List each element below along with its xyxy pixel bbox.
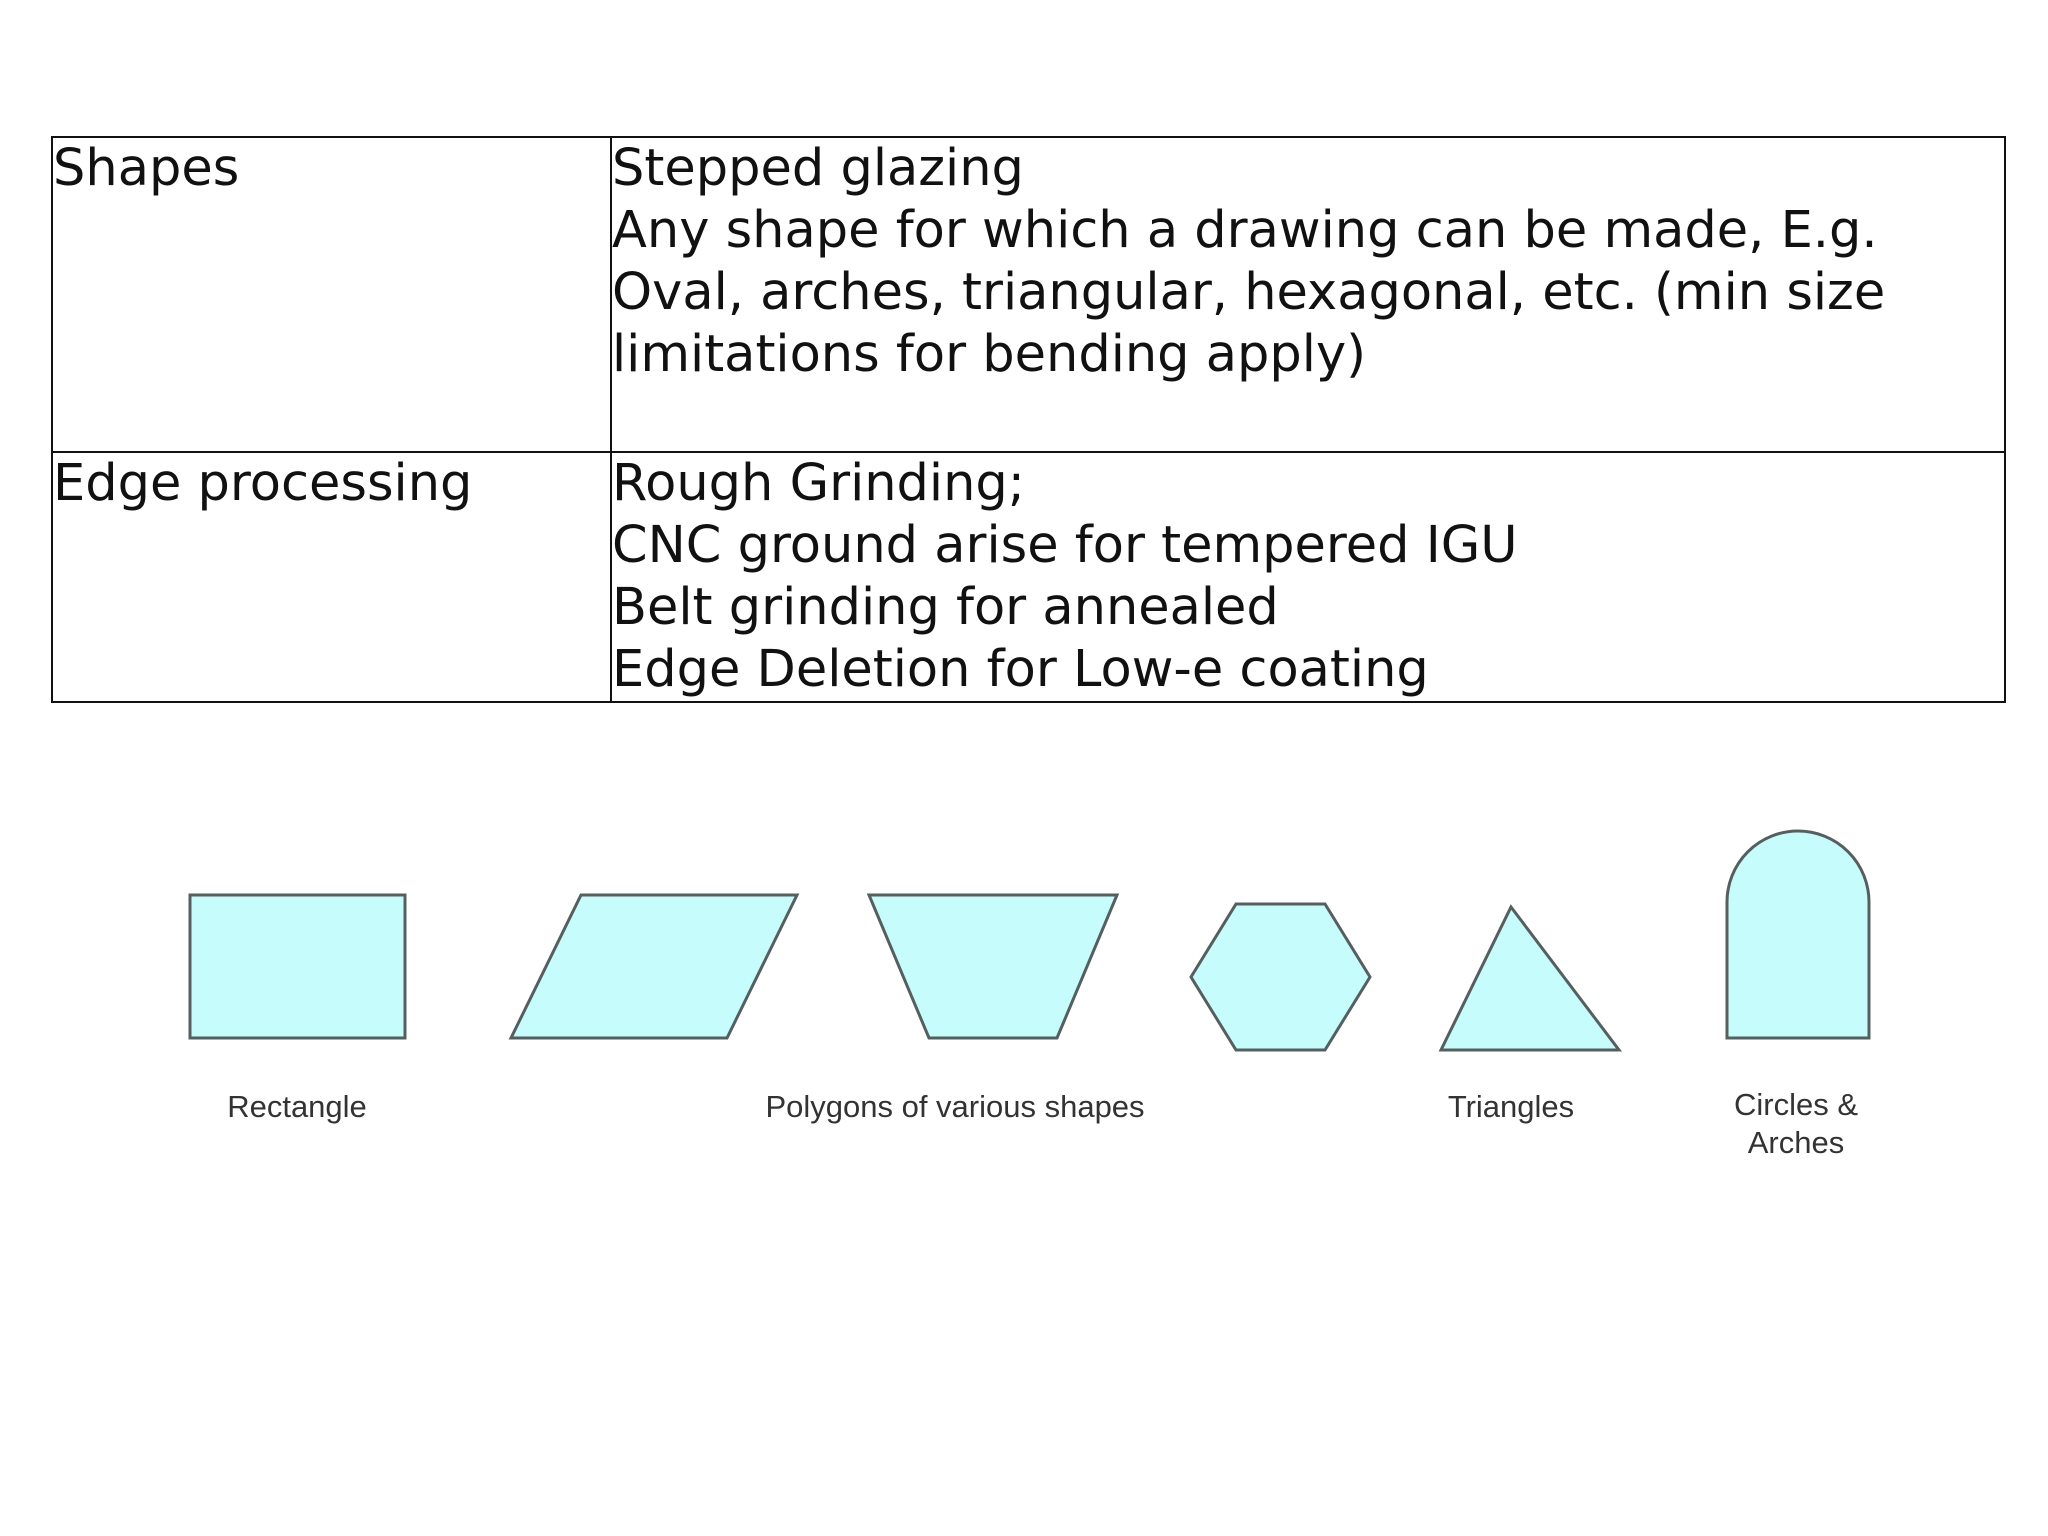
- parallelogram-shape: [508, 893, 800, 1040]
- value-line: Rough Grinding;: [612, 454, 1025, 513]
- value-line: Belt grinding for annealed: [612, 578, 1279, 637]
- caption-triangles: Triangles: [1448, 1089, 1574, 1124]
- row-label-text: Shapes: [53, 139, 240, 198]
- spec-table: Shapes Stepped glazing Any shape for whi…: [51, 136, 2006, 703]
- glass-shapes-figure: Rectangle Polygons of various shapes Tri…: [188, 829, 1871, 1160]
- value-line: Stepped glazing: [612, 139, 1024, 198]
- row-label-edge-processing: Edge processing: [51, 451, 612, 703]
- caption-rectangle: Rectangle: [227, 1089, 367, 1124]
- trapezoid-shape: [866, 893, 1120, 1040]
- caption-polygons: Polygons of various shapes: [765, 1089, 1144, 1124]
- value-line: limitations for bending apply): [612, 325, 1367, 384]
- caption-circles-line2: Arches: [1748, 1125, 1844, 1160]
- triangle-shape: [1438, 904, 1623, 1052]
- row-label-text: Edge processing: [53, 454, 473, 513]
- row-value-shapes: Stepped glazing Any shape for which a dr…: [610, 136, 2006, 453]
- table-row-shapes: Shapes Stepped glazing Any shape for whi…: [51, 136, 2006, 453]
- value-line: Any shape for which a drawing can be mad…: [612, 201, 1878, 260]
- rectangle-shape: [188, 893, 407, 1040]
- table-row-edge-processing: Edge processing Rough Grinding; CNC grou…: [51, 451, 2006, 703]
- caption-circles-line1: Circles &: [1734, 1087, 1858, 1122]
- row-label-shapes: Shapes: [51, 136, 612, 453]
- row-value-edge-processing: Rough Grinding; CNC ground arise for tem…: [610, 451, 2006, 703]
- arch-shape: [1725, 829, 1871, 1040]
- hexagon-shape: [1189, 902, 1372, 1052]
- value-line: Edge Deletion for Low-e coating: [612, 640, 1429, 699]
- value-line: CNC ground arise for tempered IGU: [612, 516, 1518, 575]
- value-line: Oval, arches, triangular, hexagonal, etc…: [612, 263, 1886, 322]
